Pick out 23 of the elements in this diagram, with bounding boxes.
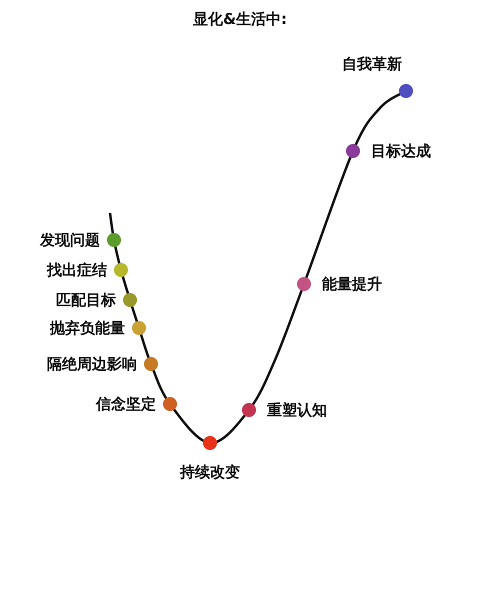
curve-point bbox=[399, 84, 413, 98]
curve-point bbox=[297, 277, 311, 291]
point-label: 信念坚定 bbox=[96, 395, 156, 413]
curve-point bbox=[114, 263, 128, 277]
curve-point bbox=[123, 293, 137, 307]
curve-point bbox=[242, 403, 256, 417]
curve-point bbox=[144, 357, 158, 371]
point-label: 发现问题 bbox=[40, 231, 100, 249]
point-label: 重塑认知 bbox=[267, 401, 327, 419]
point-label: 找出症结 bbox=[47, 261, 107, 279]
point-label: 目标达成 bbox=[371, 142, 431, 160]
point-label: 隔绝周边影响 bbox=[47, 355, 137, 373]
point-label: 自我革新 bbox=[342, 55, 402, 73]
curve-point bbox=[107, 233, 121, 247]
curve-point bbox=[132, 321, 146, 335]
curve-point bbox=[346, 144, 360, 158]
title: 显化&生活中: bbox=[192, 10, 288, 28]
point-label: 持续改变 bbox=[178, 463, 241, 481]
point-label: 能量提升 bbox=[322, 275, 382, 293]
curve-point bbox=[163, 397, 177, 411]
point-label: 抛弃负能量 bbox=[50, 319, 125, 337]
point-label: 匹配目标 bbox=[56, 291, 116, 309]
curve-point bbox=[203, 436, 217, 450]
